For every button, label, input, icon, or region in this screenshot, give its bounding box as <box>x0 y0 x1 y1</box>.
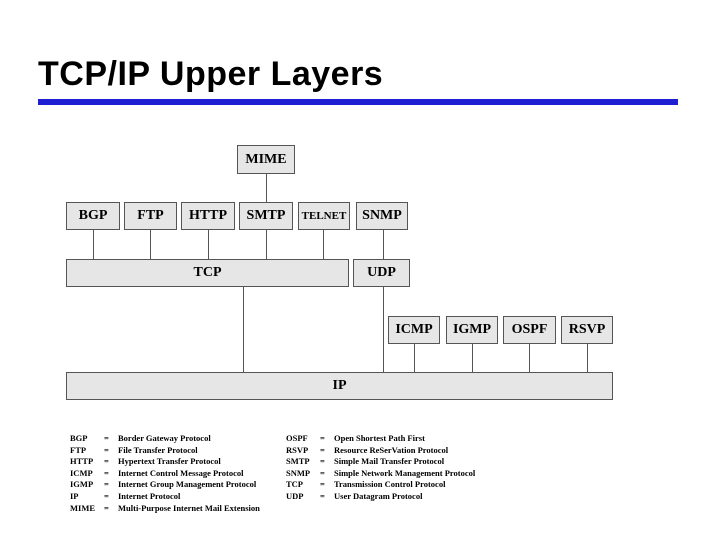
legend-abbr: RSVP <box>286 444 309 455</box>
legend-definition: Multi-Purpose Internet Mail Extension <box>118 502 260 513</box>
connector-igmp-ip <box>472 344 473 372</box>
legend-definition: Simple Network Management Protocol <box>334 467 476 478</box>
smtp-box: SMTP <box>239 202 293 230</box>
legend-row: FTP = File Transfer Protocol <box>70 445 260 457</box>
legend-definition: Internet Group Management Protocol <box>118 479 257 490</box>
legend-row: MIME = Multi-Purpose Internet Mail Extensi… <box>70 503 260 515</box>
connector-icmp-ip <box>414 344 415 372</box>
tcp-box: TCP <box>66 259 349 287</box>
legend-equals: = <box>104 444 109 455</box>
legend-equals: = <box>320 456 325 467</box>
legend-row: UDP = User Datagram Protocol <box>286 491 475 503</box>
legend-equals: = <box>104 433 109 443</box>
legend-abbr: IGMP <box>70 479 94 490</box>
legend-abbr: BGP <box>70 433 88 443</box>
legend-row: TCP = Transmission Control Protocol <box>286 479 475 491</box>
snmp-box: SNMP <box>356 202 408 230</box>
legend-definition: Border Gateway Protocol <box>118 433 211 443</box>
legend-row: HTTP = Hypertext Transfer Protocol <box>70 456 260 468</box>
legend-abbr: FTP <box>70 444 87 455</box>
connector-ospf-ip <box>529 344 530 372</box>
legend-definition: Internet Control Message Protocol <box>118 467 244 478</box>
legend-equals: = <box>320 433 325 443</box>
legend-abbr: UDP <box>286 490 304 501</box>
legend-definition: Internet Protocol <box>118 490 181 501</box>
connector-http-tcp <box>208 230 209 260</box>
connector-rsvp-ip <box>587 344 588 372</box>
connector-snmp-udp <box>383 230 384 260</box>
legend-row: ICMP = Internet Control Message Protocol <box>70 468 260 480</box>
rsvp-box: RSVP <box>561 316 613 344</box>
legend-abbr: TCP <box>286 479 303 490</box>
connector-telnet-tcp <box>323 230 324 260</box>
legend-row: RSVP = Resource ReSerVation Protocol <box>286 445 475 457</box>
legend-equals: = <box>320 479 325 490</box>
legend-abbr: MIME <box>70 502 96 513</box>
legend-equals: = <box>104 502 109 513</box>
bgp-box: BGP <box>66 202 120 230</box>
legend-left: BGP = Border Gateway Protocol FTP = File Tra… <box>70 433 260 514</box>
connector-tcp-ip <box>243 287 244 372</box>
page-title: TCP/IP Upper Layers <box>38 55 384 93</box>
legend-abbr: ICMP <box>70 467 93 478</box>
legend-equals: = <box>320 490 325 501</box>
connector-bgp-tcp <box>93 230 94 260</box>
legend-equals: = <box>320 444 325 455</box>
connector-ftp-tcp <box>150 230 151 260</box>
mime-box: MIME <box>237 145 295 174</box>
legend-definition: User Datagram Protocol <box>334 490 423 501</box>
ospf-box: OSPF <box>503 316 556 344</box>
legend-definition: Transmission Control Protocol <box>334 479 446 490</box>
legend-row: BGP = Border Gateway Protocol <box>70 433 260 445</box>
telnet-box: TELNET <box>298 202 350 230</box>
legend-row: SMTP = Simple Mail Transfer Protocol <box>286 456 475 468</box>
title-underline <box>38 99 678 105</box>
connector-smtp-tcp <box>266 230 267 260</box>
legend-equals: = <box>104 479 109 490</box>
legend-equals: = <box>104 490 109 501</box>
ip-box: IP <box>66 372 613 400</box>
legend-row: IP = Internet Protocol <box>70 491 260 503</box>
legend-abbr: SMTP <box>286 456 310 467</box>
legend-row: IGMP = Internet Group Management Protocol <box>70 479 260 491</box>
legend-definition: Hypertext Transfer Protocol <box>118 456 221 467</box>
legend-definition: Resource ReSerVation Protocol <box>334 444 449 455</box>
http-box: HTTP <box>181 202 235 230</box>
legend-equals: = <box>320 467 325 478</box>
legend-equals: = <box>104 467 109 478</box>
legend-equals: = <box>104 456 109 467</box>
udp-box: UDP <box>353 259 410 287</box>
legend-row: OSPF = Open Shortest Path First <box>286 433 475 445</box>
legend-abbr: OSPF <box>286 433 308 443</box>
connector-mime-smtp <box>266 174 267 202</box>
legend-abbr: HTTP <box>70 456 94 467</box>
legend-definition: Simple Mail Transfer Protocol <box>334 456 445 467</box>
legend-definition: Open Shortest Path First <box>334 433 425 443</box>
legend-definition: File Transfer Protocol <box>118 444 198 455</box>
icmp-box: ICMP <box>388 316 440 344</box>
ftp-box: FTP <box>124 202 177 230</box>
igmp-box: IGMP <box>446 316 498 344</box>
legend-abbr: IP <box>70 490 79 501</box>
connector-udp-ip <box>383 287 384 372</box>
legend-abbr: SNMP <box>286 467 311 478</box>
legend-right: OSPF = Open Shortest Path First RSVP = Resou… <box>286 433 475 503</box>
legend-row: SNMP = Simple Network Management Protocol <box>286 468 475 480</box>
